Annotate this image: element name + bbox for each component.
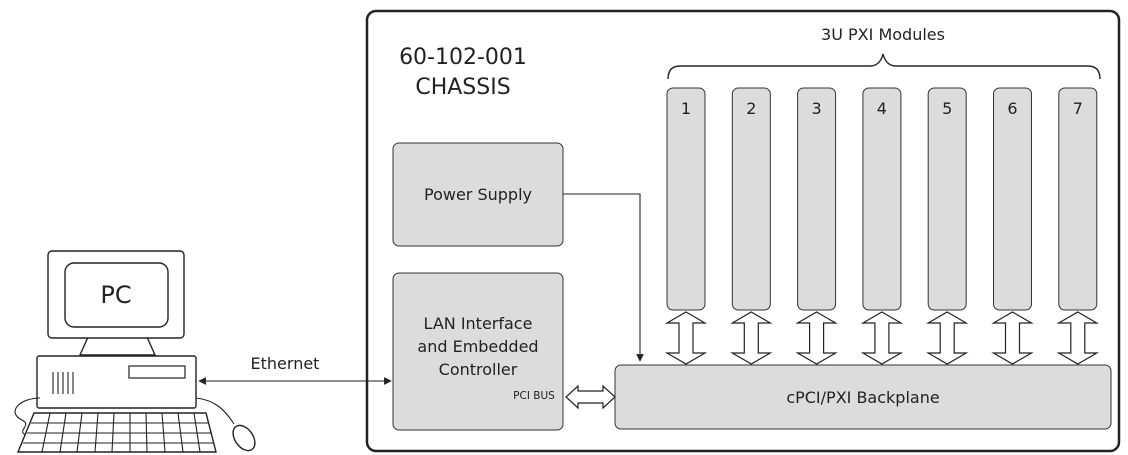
pci-bus-label: PCI BUS <box>513 390 555 402</box>
slot-double-arrow-icon <box>860 311 904 365</box>
keyboard-icon <box>14 397 217 453</box>
slot-double-arrow-icon <box>795 311 838 365</box>
pc-computer-icon: PC <box>36 250 197 409</box>
pci-bus-double-arrow-icon <box>565 384 616 410</box>
backplane-label: cPCI/PXI Backplane <box>786 388 939 407</box>
module-slot-number-4: 4 <box>877 99 887 118</box>
slot-double-arrow-icon <box>991 311 1034 365</box>
pc-drive-slot <box>128 365 186 379</box>
slot-double-arrow-icon <box>925 311 969 365</box>
module-slot-1 <box>666 87 706 311</box>
mouse-icon <box>195 397 256 452</box>
module-slot-5 <box>927 87 967 311</box>
ethernet-label: Ethernet <box>251 354 320 373</box>
module-slot-7 <box>1058 87 1098 311</box>
module-slot-number-6: 6 <box>1007 99 1017 118</box>
module-slot-3 <box>797 87 837 311</box>
chassis-name-label: CHASSIS <box>415 75 510 100</box>
power-connection-line <box>563 193 644 362</box>
mouse-body <box>232 424 256 452</box>
power-supply-label: Power Supply <box>424 185 532 204</box>
chassis-frame <box>365 9 1121 453</box>
pc-vents <box>52 372 74 394</box>
module-slot-number-7: 7 <box>1073 99 1083 118</box>
modules-header: 3U PXI Modules <box>821 25 945 44</box>
slot-double-arrow-icon <box>1056 311 1100 365</box>
pc-label: PC <box>100 281 131 309</box>
module-slot-number-5: 5 <box>942 99 952 118</box>
module-slot-6 <box>993 87 1032 311</box>
module-slot-number-1: 1 <box>681 99 691 118</box>
module-slot-2 <box>731 87 771 311</box>
pc-case <box>36 355 197 409</box>
keyboard-cable <box>14 397 41 437</box>
controller-box <box>392 272 564 431</box>
mouse-cable <box>195 397 235 425</box>
slot-double-arrow-icon <box>664 311 708 365</box>
keyboard-columns <box>41 412 201 453</box>
backplane-box <box>614 364 1112 430</box>
monitor-stand <box>78 336 157 356</box>
modules-brace <box>667 53 1101 80</box>
controller-label-line-3: Controller <box>439 360 518 379</box>
chassis-model-label: 60-102-001 <box>399 45 527 70</box>
module-slot-4 <box>862 87 902 311</box>
monitor-screen <box>64 262 169 328</box>
controller-label-line-1: LAN Interface <box>424 314 533 333</box>
module-slot-number-2: 2 <box>746 99 756 118</box>
module-slot-number-3: 3 <box>812 99 822 118</box>
controller-label-line-2: and Embedded <box>417 337 538 356</box>
module-slots: 1 2 3 4 5 6 7 <box>664 87 1100 365</box>
slot-double-arrow-icon <box>730 311 773 365</box>
